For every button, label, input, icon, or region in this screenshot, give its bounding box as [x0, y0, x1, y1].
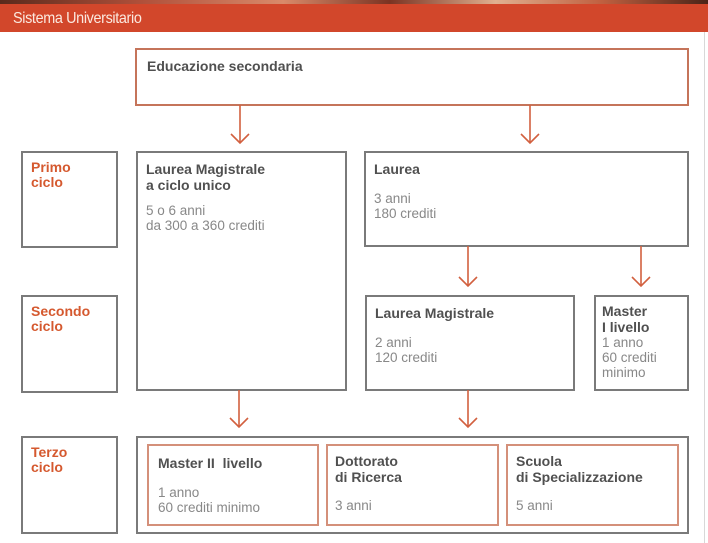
terzo-ciclo-label-line2: ciclo — [31, 459, 63, 475]
primo-ciclo-label-line2: ciclo — [31, 174, 63, 190]
arrow-down-icon — [229, 105, 251, 145]
master-primo-detail-line1: 1 anno — [602, 335, 644, 350]
master-secondo-detail-line1: 1 anno — [158, 485, 200, 500]
master-secondo-title: Master II livello — [158, 455, 263, 471]
laurea-magistrale-title: Laurea Magistrale — [375, 305, 495, 321]
master-primo-title-line1: Master — [602, 303, 648, 319]
lmcu-title-line2: a ciclo unico — [146, 177, 231, 193]
lmcu-title-line1: Laurea Magistrale — [146, 161, 266, 177]
primo-ciclo-label-line1: Primo — [31, 159, 71, 175]
lmcu-detail-line2: da 300 a 360 crediti — [146, 218, 265, 233]
scuola-title-line1: Scuola — [516, 453, 562, 469]
scuola-specializzazione-box: Scuola di Specializzazione 5 anni — [506, 444, 679, 526]
arrow-down-icon — [457, 390, 479, 430]
dottorato-title-line1: Dottorato — [335, 453, 398, 469]
laurea-magistrale-detail-line2: 120 crediti — [375, 350, 438, 365]
master-primo-detail-line3: minimo — [602, 365, 646, 380]
dottorato-title-line2: di Ricerca — [335, 469, 402, 485]
secondo-ciclo-label-line2: ciclo — [31, 318, 63, 334]
secondo-ciclo-label-line1: Secondo — [31, 303, 91, 319]
lmcu-detail-line1: 5 o 6 anni — [146, 203, 206, 218]
laurea-magistrale-ciclo-unico-box: Laurea Magistrale a ciclo unico 5 o 6 an… — [136, 151, 347, 391]
laurea-title: Laurea — [374, 161, 420, 177]
master-primo-title-line2: I livello — [602, 319, 650, 335]
header-photo-strip — [0, 0, 708, 5]
master-secondo-livello-box: Master II livello 1 anno 60 crediti mini… — [147, 444, 319, 526]
page-title: Sistema Universitario — [13, 10, 142, 27]
educazione-secondaria-title: Educazione secondaria — [147, 58, 303, 74]
secondo-ciclo-label-box: Secondo ciclo — [21, 295, 118, 393]
laurea-box: Laurea 3 anni 180 crediti — [364, 151, 689, 247]
arrow-down-icon — [457, 246, 479, 288]
arrow-down-icon — [519, 105, 541, 145]
right-edge-divider — [704, 32, 705, 543]
scuola-detail-line1: 5 anni — [516, 498, 553, 513]
laurea-magistrale-detail-line1: 2 anni — [375, 335, 412, 350]
laurea-detail-line2: 180 crediti — [374, 206, 437, 221]
laurea-detail-line1: 3 anni — [374, 191, 411, 206]
terzo-ciclo-label-box: Terzo ciclo — [21, 436, 118, 534]
master-primo-livello-box: Master I livello 1 anno 60 crediti minim… — [594, 295, 689, 391]
scuola-title-line2: di Specializzazione — [516, 469, 643, 485]
master-primo-detail-line2: 60 crediti — [602, 350, 657, 365]
terzo-ciclo-label-line1: Terzo — [31, 444, 68, 460]
primo-ciclo-label-box: Primo ciclo — [21, 151, 118, 248]
master-secondo-detail-line2: 60 crediti minimo — [158, 500, 261, 515]
laurea-magistrale-box: Laurea Magistrale 2 anni 120 crediti — [365, 295, 575, 391]
educazione-secondaria-box: Educazione secondaria — [135, 48, 689, 106]
arrow-down-icon — [228, 390, 250, 430]
dottorato-ricerca-box: Dottorato di Ricerca 3 anni — [326, 444, 499, 526]
arrow-down-icon — [630, 246, 652, 288]
header-bar: Sistema Universitario — [0, 4, 708, 32]
dottorato-detail-line1: 3 anni — [335, 498, 372, 513]
